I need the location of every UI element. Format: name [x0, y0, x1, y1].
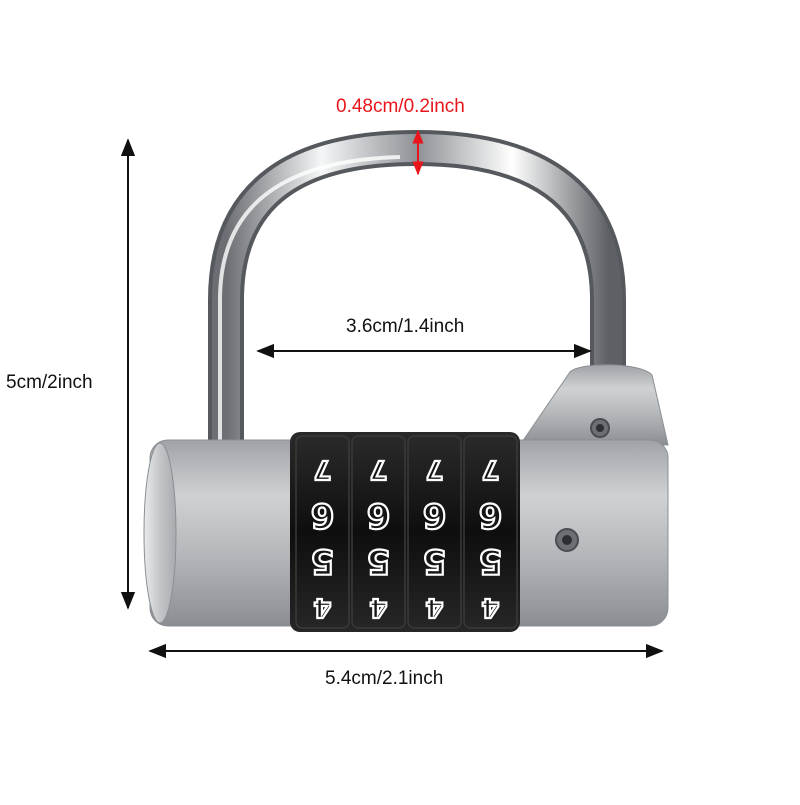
dial-digit: 6 — [311, 495, 335, 535]
dial-digit: 5 — [311, 541, 335, 581]
body-shoulder — [519, 364, 669, 446]
body-width-label: 5.4cm/2.1inch — [325, 668, 444, 689]
dial-digit: 4 — [313, 592, 331, 622]
dial-digit: 6 — [367, 495, 391, 535]
dial-wheel-face — [407, 435, 462, 629]
dial-digit: 4 — [425, 592, 443, 622]
dial-digit: 7 — [481, 454, 499, 484]
dial-digit: 6 — [479, 495, 503, 535]
dial-digit: 4 — [369, 592, 387, 622]
height-label: 5cm/2inch — [6, 372, 93, 393]
dial-wheel[interactable]: 7 6 5 4 — [407, 435, 462, 629]
dial-wheel[interactable]: 7 6 5 4 — [463, 435, 518, 629]
shackle-shine — [218, 155, 401, 440]
dial-digit: 7 — [369, 454, 387, 484]
shackle-thickness-label: 0.48cm/0.2inch — [336, 96, 465, 117]
shackle-width-label: 3.6cm/1.4inch — [346, 316, 465, 337]
dial-digit: 5 — [423, 541, 447, 581]
dial-digit: 7 — [313, 454, 331, 484]
dial-wheel-face — [463, 435, 518, 629]
dial-wheel[interactable]: 7 6 5 4 — [351, 435, 406, 629]
lock-end-cap — [143, 442, 177, 624]
dial-digit: 5 — [479, 541, 503, 581]
dial-digit: 6 — [423, 495, 447, 535]
dial-wheel-face — [351, 435, 406, 629]
dial-digit: 7 — [425, 454, 443, 484]
dial-digit: 4 — [481, 592, 499, 622]
dial-wheel[interactable]: 7 6 5 4 — [295, 435, 350, 629]
dial-wheel-face — [295, 435, 350, 629]
dial-digit: 5 — [367, 541, 391, 581]
